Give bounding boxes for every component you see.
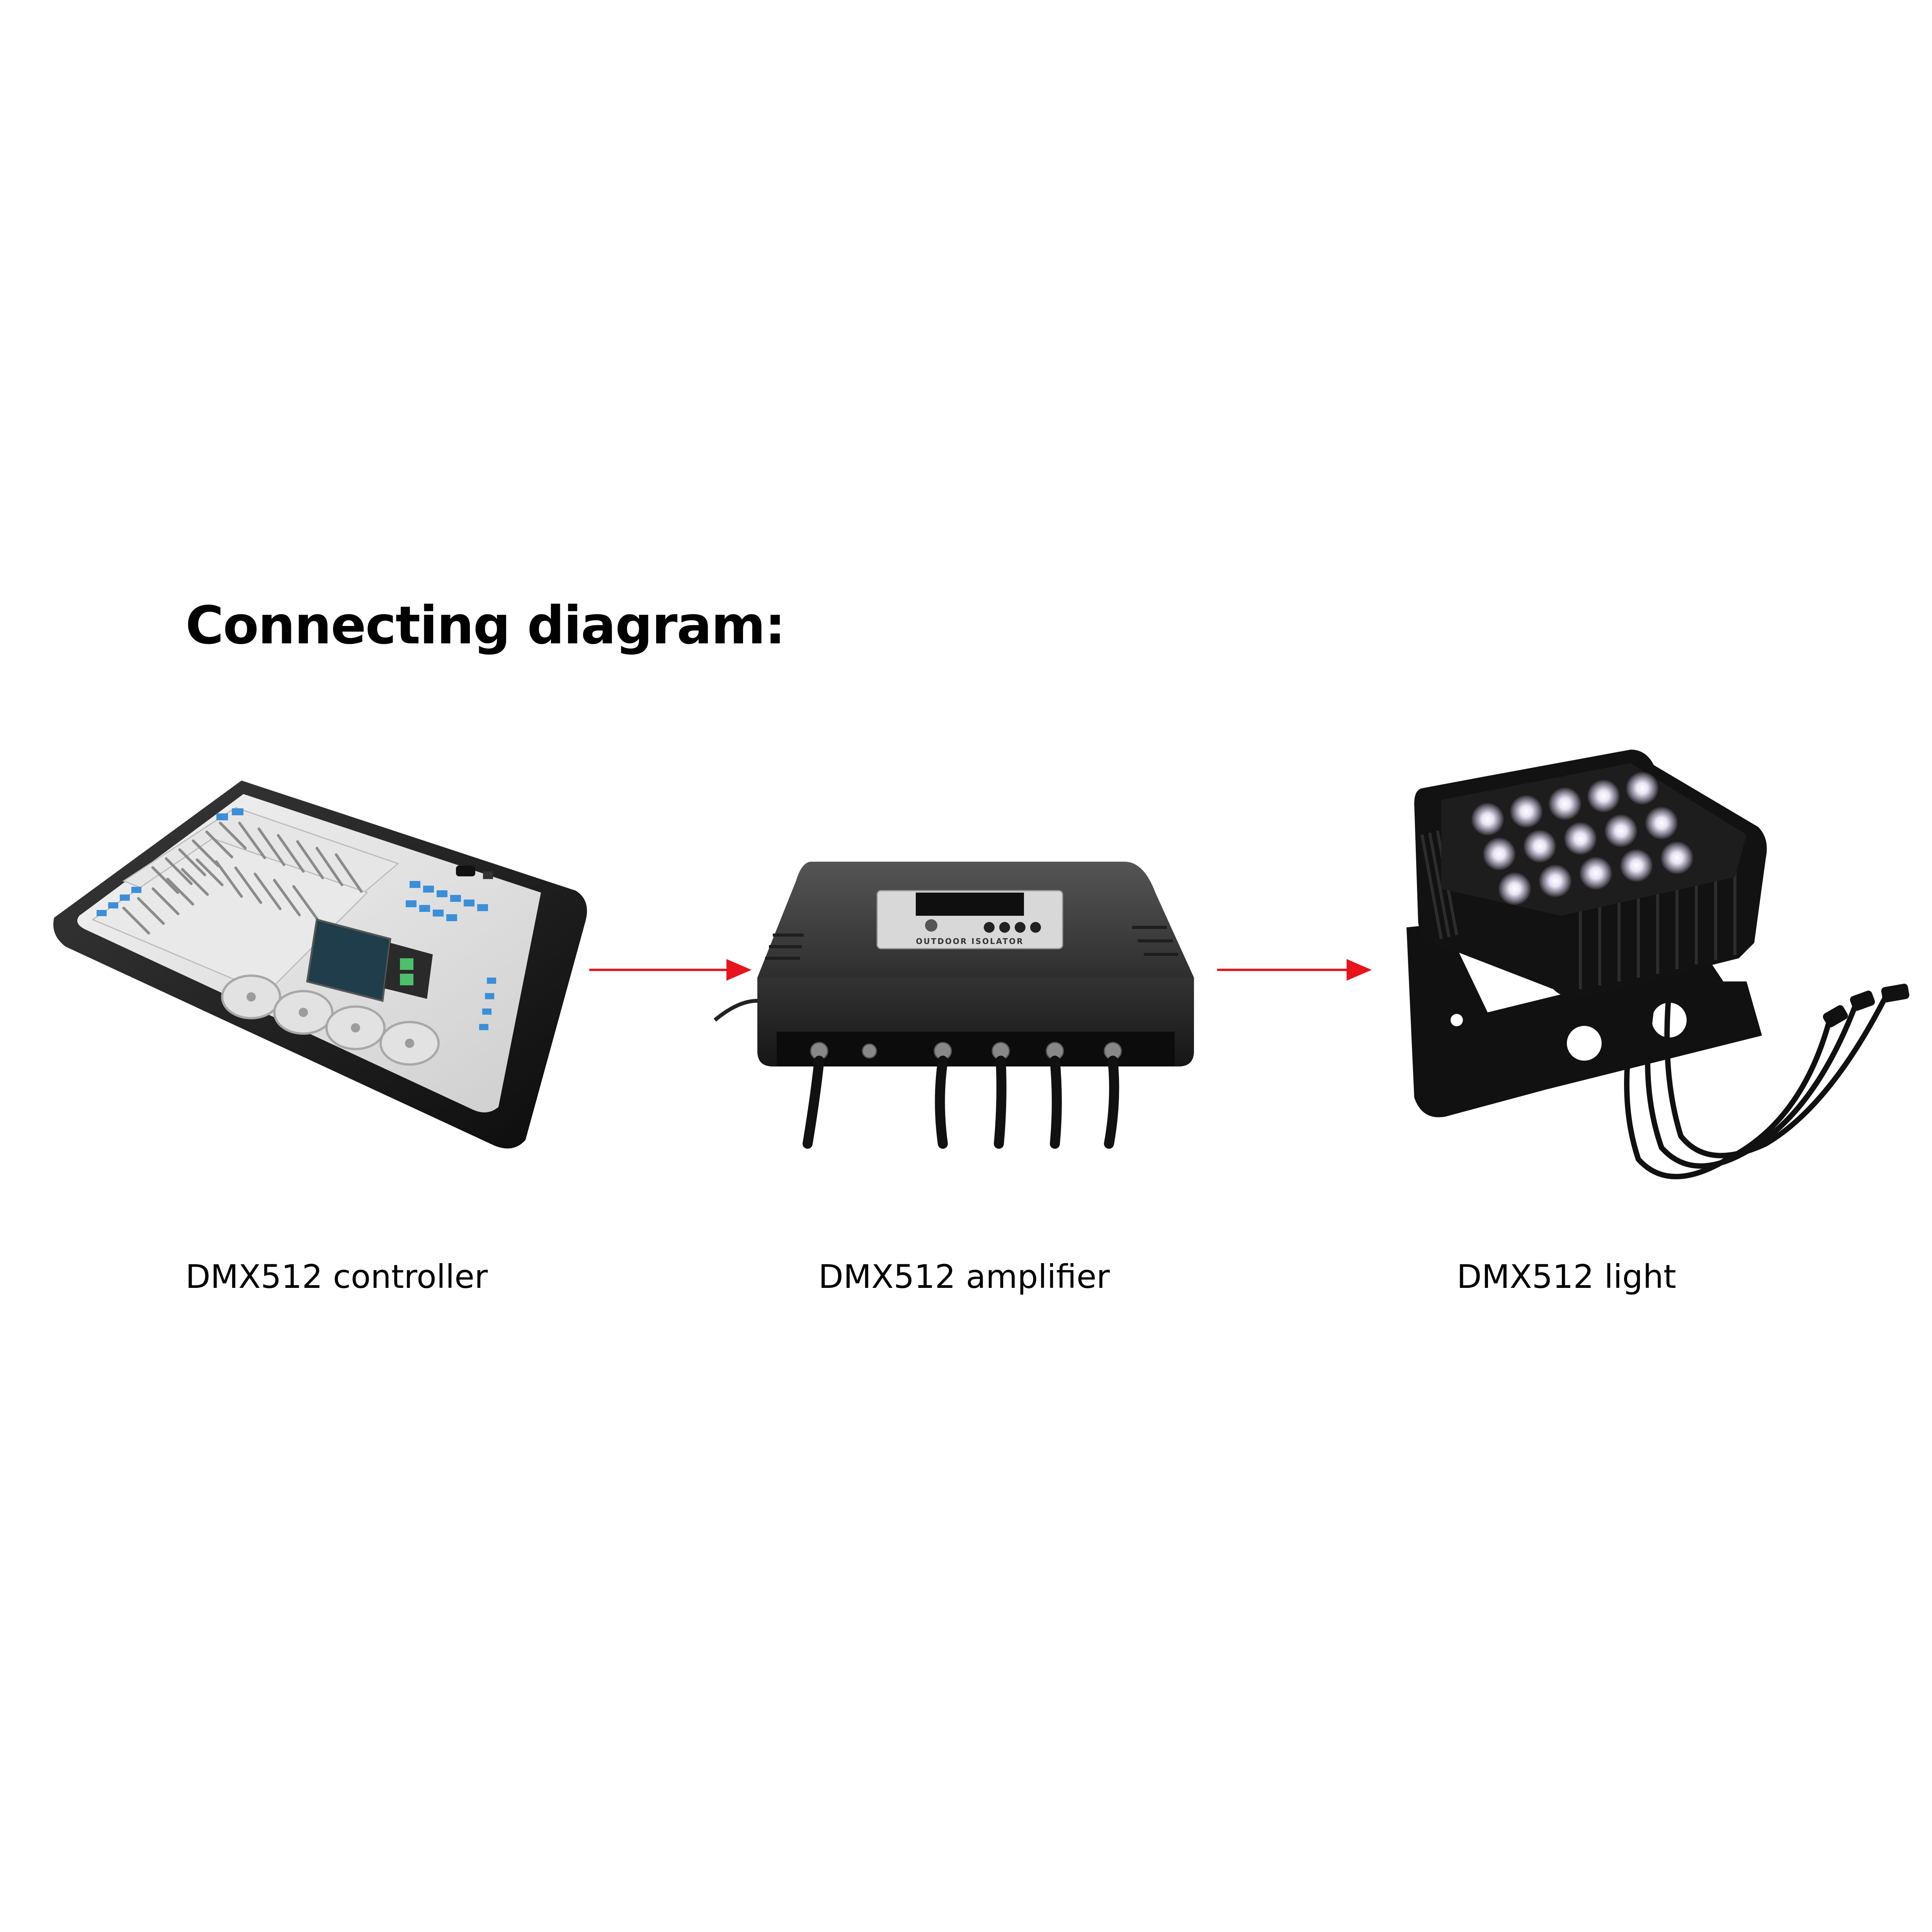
connection-arrow-1 [589, 959, 752, 981]
diagram-title: Connecting diagram: [185, 595, 786, 656]
light-label: DMX512 light [1457, 1258, 1676, 1296]
lighting-console-icon [53, 781, 587, 1149]
amplifier-label: DMX512 amplifier [818, 1258, 1110, 1296]
device-label-text: OUTDOOR ISOLATOR [916, 937, 1024, 946]
dmx-isolator-box-icon: OUTDOOR ISOLATOR [713, 862, 1194, 1149]
controller-label: DMX512 controller [185, 1258, 488, 1296]
connection-arrow-2 [1217, 959, 1372, 981]
led-flood-light-icon [1406, 750, 1910, 1179]
